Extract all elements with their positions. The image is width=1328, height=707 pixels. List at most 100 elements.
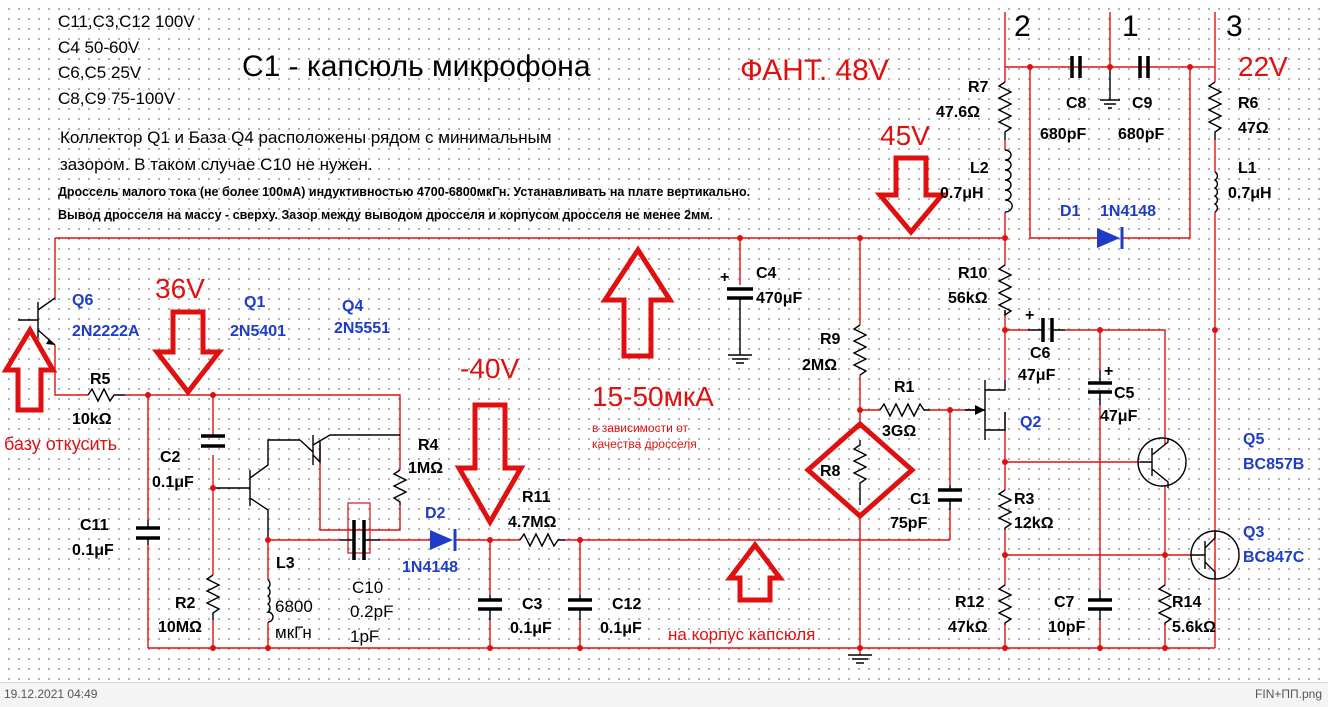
r1-name: R1	[894, 379, 915, 396]
d1-diode	[1097, 227, 1124, 249]
q4-name: Q4	[342, 298, 363, 315]
c6-value: 47μF	[1018, 367, 1056, 384]
current-note-1: в зависимости от	[592, 421, 689, 435]
r7-value: 47.6Ω	[936, 104, 980, 121]
schematic-canvas: C11,C3,C12 100V C4 50-60V C6,C5 25V C8,C…	[0, 0, 1328, 682]
c5-name: C5	[1114, 385, 1135, 402]
c3-name: C3	[522, 596, 543, 613]
c4-name: C4	[756, 265, 777, 282]
c1-name: C1	[910, 491, 931, 508]
r12-value: 47kΩ	[948, 619, 988, 636]
c7-value: 10pF	[1048, 619, 1086, 636]
r8-symbol	[852, 440, 868, 505]
r11-value: 4.7MΩ	[508, 514, 557, 531]
c2-value: 0.1μF	[152, 474, 194, 491]
r5-name: R5	[90, 371, 111, 388]
q5-transistor	[1137, 437, 1187, 488]
r6-symbol	[1207, 81, 1223, 140]
status-filename: FIN+ПП.png	[1255, 687, 1322, 701]
r7-name: R7	[968, 79, 989, 96]
note-line-4: C8,C9 75-100V	[58, 89, 176, 108]
c5-value: 47μF	[1100, 408, 1138, 425]
c8-name: C8	[1066, 95, 1087, 112]
c8-symbol	[1070, 56, 1150, 109]
c9-value: 680pF	[1118, 126, 1164, 143]
components	[18, 56, 1240, 664]
r10-value: 56kΩ	[948, 290, 988, 307]
v45-label: 45V	[880, 120, 930, 151]
q3-name: Q3	[1243, 524, 1264, 541]
note-line-1: C11,C3,C12 100V	[58, 12, 195, 31]
cut-base-label: базу откусить	[4, 434, 117, 454]
q1-value: 2N5401	[230, 323, 286, 340]
c11-name: C11	[80, 517, 109, 534]
pin-3-label: 3	[1226, 10, 1243, 43]
c10-name: C10	[352, 578, 383, 597]
c9-name: C9	[1132, 95, 1153, 112]
r4-value: 1MΩ	[408, 460, 443, 477]
r4-name: R4	[418, 437, 439, 454]
c1-value: 75pF	[890, 515, 928, 532]
note-line-3: C6,C5 25V	[58, 63, 142, 82]
r7-symbol	[997, 81, 1013, 140]
l3-unit: мкГн	[275, 623, 312, 642]
arrow-base-up	[1, 325, 58, 413]
c3-symbol	[478, 595, 502, 620]
c5-plus: +	[1104, 363, 1113, 380]
status-bar: 19.12.2021 04:49 FIN+ПП.png	[0, 682, 1328, 707]
q4-transistor	[299, 434, 400, 465]
c10-value-2: 1pF	[350, 627, 379, 646]
status-date: 19.12.2021 04:49	[4, 687, 98, 701]
r2-name: R2	[175, 595, 196, 612]
c11-value: 0.1μF	[72, 542, 114, 559]
l1-value: 0.7μH	[1228, 185, 1272, 202]
vneg40-label: -40V	[460, 353, 519, 384]
c2-name: C2	[160, 449, 181, 466]
l3-value: 6800	[275, 597, 313, 616]
r2-symbol	[205, 574, 221, 620]
q1-name: Q1	[244, 294, 265, 311]
q6-value: 2N2222A	[72, 323, 140, 340]
notes-text: C11,C3,C12 100V C4 50-60V C6,C5 25V C8,C…	[58, 12, 889, 222]
q5-name: Q5	[1243, 431, 1264, 448]
l3-inductor	[265, 579, 274, 623]
r5-value: 10kΩ	[72, 411, 112, 428]
r9-symbol	[852, 324, 868, 376]
q4-value: 2N5551	[334, 320, 390, 337]
note-para2-a: Дроссель малого тока (не более 100мА) ин…	[58, 185, 750, 199]
pin-labels: 2 1 3	[1014, 10, 1243, 43]
q2-jfet	[965, 380, 1006, 440]
r5-symbol	[87, 387, 125, 403]
c5-symbol	[1088, 370, 1112, 405]
polarity-marks: + + +	[720, 269, 1113, 380]
r3-symbol	[997, 489, 1013, 530]
c3-value: 0.1μF	[510, 620, 552, 637]
q5-value: BC857B	[1243, 456, 1304, 473]
v36-label: 36V	[155, 273, 205, 304]
l1-inductor	[1213, 171, 1219, 213]
l2-name: L2	[970, 160, 989, 177]
r4-symbol	[392, 469, 408, 505]
q2-name: Q2	[1020, 414, 1041, 431]
d1-name: D1	[1060, 203, 1081, 220]
phantom-label: ФАНТ. 48V	[740, 54, 889, 87]
current-label: 15-50мкА	[592, 381, 714, 412]
r1-value: 3GΩ	[882, 423, 916, 440]
arrow-capsule-up	[724, 540, 786, 603]
junction-dots	[145, 64, 1218, 651]
r14-name: R14	[1172, 594, 1201, 611]
note-para1-b: зазором. В таком случае C10 не нужен.	[60, 155, 373, 174]
q6-transistor	[18, 297, 56, 346]
l3-name: L3	[276, 555, 295, 572]
r14-value: 5.6kΩ	[1172, 619, 1216, 636]
r6-name: R6	[1238, 95, 1259, 112]
c4-plus: +	[720, 269, 729, 286]
note-line-2: C4 50-60V	[58, 38, 140, 57]
c6-symbol	[1028, 318, 1065, 342]
r8-highlight-diamond	[804, 420, 916, 520]
d2-diode	[430, 529, 457, 551]
d2-value: 1N4148	[402, 559, 458, 576]
v22-label: 22V	[1238, 51, 1288, 82]
r12-name: R12	[955, 594, 984, 611]
capsule-body-label: на корпус капсюля	[668, 625, 815, 644]
